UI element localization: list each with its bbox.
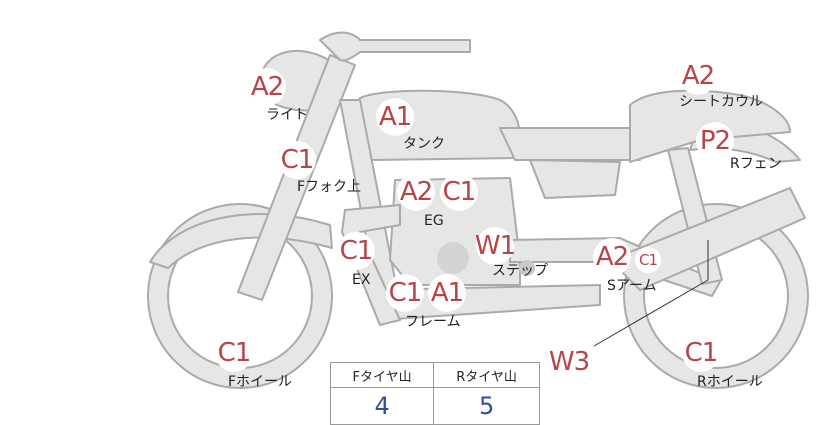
grade-badge-silencer: W3 xyxy=(549,343,590,381)
rear-frame-rail xyxy=(499,127,641,161)
grade-badge-eg-c: C1 xyxy=(440,173,478,211)
rear-tread-value: 5 xyxy=(433,387,540,425)
side-cover xyxy=(529,159,621,199)
grade-badge-eg-a: A2 xyxy=(397,173,435,211)
part-label-step: ステップ xyxy=(492,263,548,279)
front-tread-header: Fタイヤ山 xyxy=(329,362,435,388)
part-label-tank: タンク xyxy=(403,136,445,152)
part-label-eg: EG xyxy=(424,213,444,229)
part-label-fork-upper: Fフォク上 xyxy=(297,179,362,195)
front-tread-value: 4 xyxy=(329,387,435,425)
grade-badge-step: W1 xyxy=(475,227,516,265)
grade-badge-frame-a: A1 xyxy=(428,274,466,312)
part-label-frame: フレーム xyxy=(405,314,461,330)
part-label-ex: EX xyxy=(352,272,371,288)
grade-badge-s-arm-c: C1 xyxy=(635,247,661,273)
grade-badge-s-arm-a: A2 xyxy=(593,238,631,276)
grade-badge-r-fender: P2 xyxy=(696,122,734,160)
part-label-s-arm: Sアーム xyxy=(607,278,657,294)
tire-tread-table: Fタイヤ山 Rタイヤ山 4 5 xyxy=(329,362,540,425)
part-label-r-fender: Rフェン xyxy=(730,156,782,172)
grade-badge-r-wheel: C1 xyxy=(682,334,720,372)
rear-tread-header: Rタイヤ山 xyxy=(433,362,540,388)
grade-badge-fork-upper: C1 xyxy=(278,141,316,179)
grade-badge-tank: A1 xyxy=(376,98,414,136)
grade-badge-seat-cowl: A2 xyxy=(679,57,717,95)
swing-arm xyxy=(509,237,721,297)
upper-frame-rail xyxy=(319,31,471,62)
grade-badge-frame-c: C1 xyxy=(386,274,424,312)
grade-badge-light: A2 xyxy=(248,68,286,106)
part-label-seat-cowl: シートカウル xyxy=(679,94,763,110)
grade-badge-f-wheel: C1 xyxy=(215,334,253,372)
part-label-f-wheel: Fホイール xyxy=(228,374,293,390)
part-label-r-wheel: Rホイール xyxy=(697,374,763,390)
grade-badge-ex: C1 xyxy=(337,232,375,270)
part-label-light: ライト xyxy=(266,107,308,123)
